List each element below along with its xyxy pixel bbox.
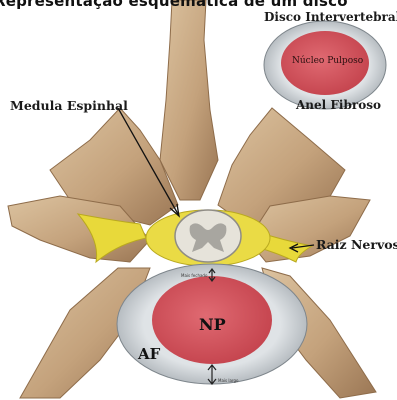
inset-nucleus-label: Núcleo Pulposo [292, 56, 363, 66]
spinous-process [160, 0, 218, 200]
inset-title: Disco Intervertebral [264, 10, 397, 24]
nerve-root-label: Raiz Nervosa [316, 237, 397, 252]
nucleus-abbrev-label: NP [199, 315, 226, 334]
annulus-abbrev-label: AF [138, 345, 160, 363]
narrow-side-caption: Mais fechado [181, 273, 207, 278]
spinal-cord-label: Medula Espinhal [10, 98, 128, 113]
spinal-cord [175, 210, 241, 262]
inset-annulus-label: Anel Fibroso [296, 98, 381, 112]
wide-side-caption: Mais largo [218, 378, 239, 383]
page-title: Representação esquemática de um disco [0, 0, 348, 10]
